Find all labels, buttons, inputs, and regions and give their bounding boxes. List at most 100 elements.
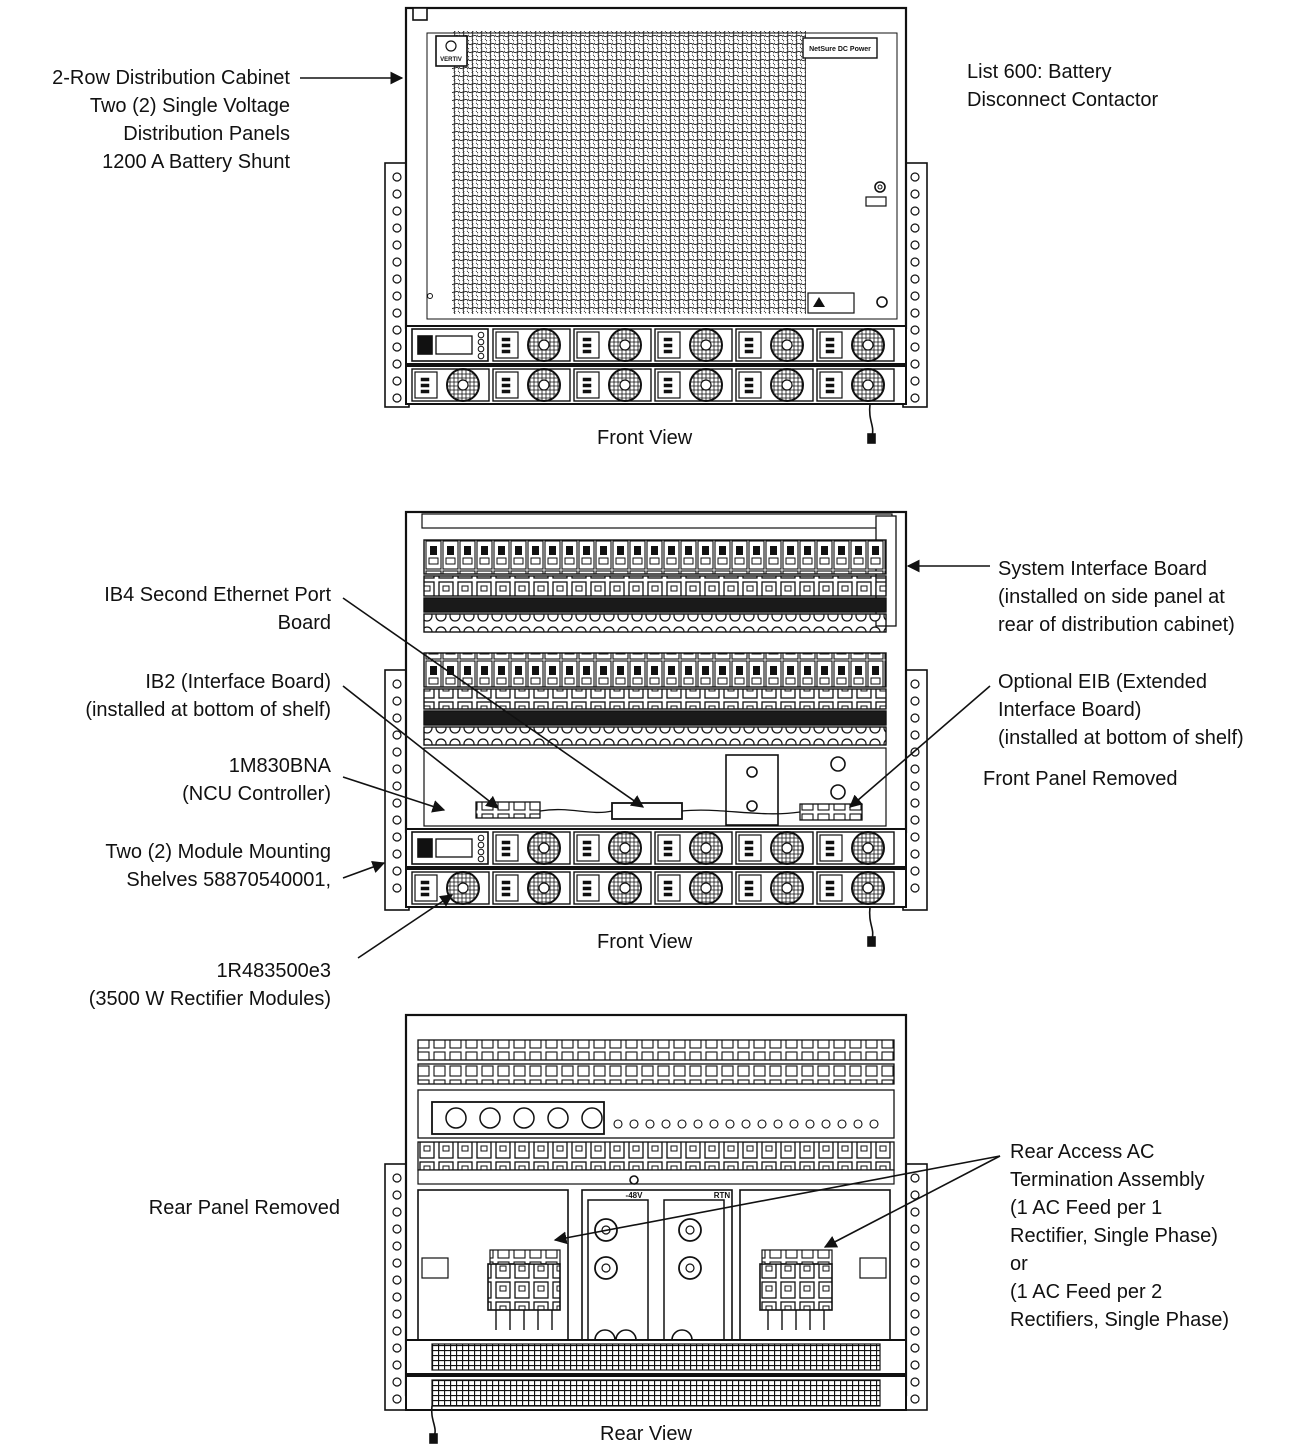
rail-hole (910, 679, 920, 689)
rectifier-led (744, 343, 754, 348)
rail-hole (392, 257, 402, 267)
cable-connector (867, 936, 876, 947)
cabinet-top-rail (421, 513, 893, 529)
rectifier-led (501, 886, 511, 891)
rail-hole (910, 1258, 920, 1268)
rectifier-led (420, 383, 430, 388)
cable-connector (867, 433, 876, 444)
fan-hub (862, 379, 874, 391)
controller-port (417, 838, 433, 858)
fan-hub (457, 882, 469, 894)
rail-hole (392, 240, 402, 250)
rail-hole (910, 1292, 920, 1302)
callout-system-interface-board: System Interface Board (installed on sid… (998, 558, 1235, 636)
cover-dot (427, 293, 433, 299)
rectifier-led (744, 349, 754, 354)
ib4-board (611, 802, 683, 820)
terminal-row-1 (423, 575, 887, 597)
rectifier-led (582, 852, 592, 857)
rail-hole (392, 1224, 402, 1234)
rail-hole (910, 206, 920, 216)
rear-grille-1 (431, 1343, 881, 1371)
rear-screw (629, 1175, 639, 1185)
rectifier-led (582, 880, 592, 885)
controller-led (477, 331, 485, 339)
rectifier-led (501, 840, 511, 845)
fan-hub (619, 842, 631, 854)
controller-display (435, 335, 473, 355)
lug-row-2 (423, 726, 887, 746)
rail-hole (392, 1326, 402, 1336)
rail-hole (392, 747, 402, 757)
rear-breaker-row-1 (417, 1039, 895, 1061)
ac-terminal-block-1 (487, 1263, 561, 1311)
rectifier-led (663, 840, 673, 845)
rail-hole (392, 1343, 402, 1353)
rectifier-led (582, 389, 592, 394)
fan-hub (619, 379, 631, 391)
busbar-lug (581, 1107, 603, 1129)
rectifier-led (663, 383, 673, 388)
busbar-hole (677, 1119, 687, 1129)
warning-triangle (813, 297, 825, 307)
rail-hole (392, 1292, 402, 1302)
rail-hole (910, 359, 920, 369)
fan-hub (700, 379, 712, 391)
rail-hole (910, 1173, 920, 1183)
fan-hub (538, 339, 550, 351)
busbar-hole (629, 1119, 639, 1129)
busbar-hole (693, 1119, 703, 1129)
busbar-hole (805, 1119, 815, 1129)
busbar-lug (547, 1107, 569, 1129)
breaker-row-1 (423, 539, 887, 575)
rail-hole (392, 206, 402, 216)
eib-board (799, 803, 863, 821)
rail-hole (392, 1173, 402, 1183)
rectifier-led (582, 377, 592, 382)
vertiv-logo-text: VERTIV (440, 57, 462, 63)
callout-battery-disconnect: List 600: Battery Disconnect Contactor (967, 61, 1159, 111)
rectifier-led (744, 383, 754, 388)
rail-hole (910, 1241, 920, 1251)
rectifier-led (501, 389, 511, 394)
rail-hole (392, 1241, 402, 1251)
rail-hole (392, 359, 402, 369)
busbar-bolt-center (601, 1263, 611, 1273)
rectifier-led (420, 886, 430, 891)
busbar-hole (821, 1119, 831, 1129)
busbar-hole (869, 1119, 879, 1129)
busbar-hole (837, 1119, 847, 1129)
fan-hub (538, 882, 550, 894)
rail-hole (910, 1394, 920, 1404)
din-rail-end-2 (859, 1257, 887, 1279)
front-view-panel-removed-drawing (384, 510, 928, 947)
controller-led (477, 352, 485, 360)
busbar-lug (479, 1107, 501, 1129)
rectifier-led (744, 846, 754, 851)
rail-hole (392, 781, 402, 791)
rectifier-led (501, 846, 511, 851)
rectifier-led (825, 880, 835, 885)
rail-hole (392, 1394, 402, 1404)
rail-hole (392, 189, 402, 199)
controller-led (477, 345, 485, 353)
rectifier-led (744, 377, 754, 382)
ib2-board (475, 801, 541, 819)
leader-ib2 (342, 685, 500, 809)
rail-hole (392, 866, 402, 876)
rail-hole (910, 849, 920, 859)
rectifier-led (744, 880, 754, 885)
rail-hole (910, 1360, 920, 1370)
fan-hub (781, 882, 793, 894)
rail-hole (392, 849, 402, 859)
rail-hole (392, 679, 402, 689)
rectifier-led (582, 886, 592, 891)
rectifier-led (825, 892, 835, 897)
rear-busbar-area (417, 1089, 895, 1139)
rail-hole (392, 325, 402, 335)
rail-hole (392, 376, 402, 386)
fan-hub (457, 379, 469, 391)
rectifier-led (420, 880, 430, 885)
ribbon-cables (539, 808, 801, 815)
rail-hole (910, 696, 920, 706)
